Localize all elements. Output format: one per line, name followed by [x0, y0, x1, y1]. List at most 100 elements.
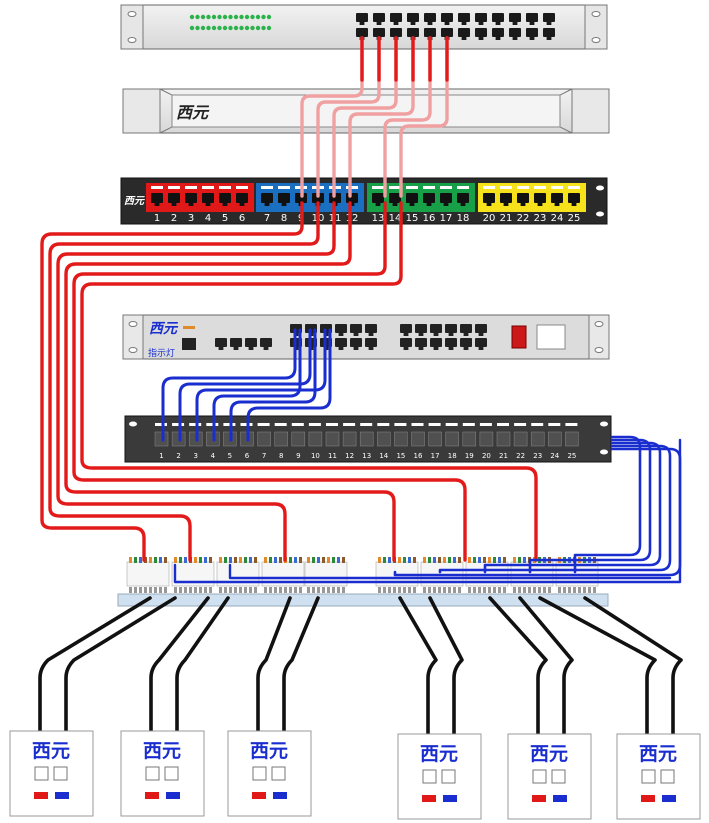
wire-pin: [254, 557, 257, 563]
rj45-tab: [448, 347, 454, 350]
rj45-tab: [418, 347, 424, 350]
wire-pin: [448, 557, 451, 563]
switch-port: [373, 13, 385, 22]
socket-opening: [53, 766, 68, 781]
patch-port-number: 7: [264, 213, 270, 224]
rj45-tab: [546, 22, 552, 25]
switch-port: [415, 338, 427, 347]
switch-port: [475, 13, 487, 22]
status-leds: [189, 14, 272, 31]
switch2-port-array: [215, 324, 487, 350]
patch-port: [278, 193, 290, 203]
wire-pin: [159, 557, 162, 563]
wire-pin: [453, 557, 456, 563]
wire-pin: [289, 587, 292, 593]
patch-port-number: 16: [414, 452, 423, 460]
wire-pin: [312, 587, 315, 593]
patch-port: [423, 193, 435, 203]
wall-plate: [616, 733, 701, 820]
wire-pin: [342, 557, 345, 563]
wire-pin: [249, 557, 252, 563]
patch-cord: [195, 328, 327, 442]
rj45-tab: [222, 203, 228, 206]
patch-port: [389, 193, 401, 203]
patch-port-number: 14: [389, 213, 402, 224]
wire-pin: [578, 587, 581, 593]
status-led: [233, 25, 239, 31]
port-label-strip: [411, 423, 424, 426]
rj45-tab: [529, 22, 535, 25]
port-label-strip: [308, 423, 321, 426]
horizontal-cable: [518, 596, 574, 740]
patch-port: [342, 431, 357, 447]
patch-port-number: 17: [431, 452, 440, 460]
switch-port: [509, 13, 521, 22]
port-label-strip: [500, 186, 512, 189]
port-label-strip: [406, 186, 418, 189]
rj45-tab: [403, 347, 409, 350]
switch-port: [441, 13, 453, 22]
patch-cord: [316, 36, 381, 198]
wall-plate: [397, 733, 482, 820]
wire-pin: [249, 587, 252, 593]
wall-plate-brand: 西元: [250, 740, 288, 762]
rj45-tab: [205, 203, 211, 206]
power-socket: [536, 324, 566, 350]
wire-pin: [234, 587, 237, 593]
rj45-tab: [403, 333, 409, 336]
wire-pin: [583, 587, 586, 593]
port-label-strip: [531, 423, 544, 426]
port-label-strip: [172, 423, 185, 426]
horizontal-cable: [80, 201, 538, 562]
switch-port: [335, 338, 347, 347]
patch-port-number: 4: [211, 452, 216, 460]
wire-pin: [139, 587, 142, 593]
status-led: [195, 25, 200, 31]
status-led: [189, 25, 195, 31]
wire-pin: [423, 587, 426, 593]
wall-plate-brand: 西元: [530, 743, 568, 765]
wire-pin: [294, 557, 297, 563]
wire-pin: [428, 557, 431, 563]
switch-port: [430, 324, 442, 333]
wire-pin: [503, 587, 506, 593]
status-led: [217, 25, 222, 31]
socket-label-red: [34, 792, 48, 799]
patch-port-number: 20: [482, 452, 491, 460]
patch-port-number: 25: [567, 452, 576, 460]
wire-pin: [289, 557, 292, 563]
switch-port: [215, 338, 227, 347]
switch-port: [475, 338, 487, 347]
wire-pin: [299, 587, 302, 593]
patch-port-number: 6: [239, 213, 245, 224]
switch-port: [245, 338, 257, 347]
switch-port: [415, 324, 427, 333]
socket-opening: [422, 769, 437, 784]
access-switch: 西元 指示灯: [122, 314, 610, 360]
port-label-strip: [514, 423, 527, 426]
patch-cord: [399, 36, 449, 198]
patch-port: [295, 193, 307, 203]
switch-port: [407, 13, 419, 22]
wall-plate-brand: 西元: [420, 743, 458, 765]
status-led: [217, 14, 222, 20]
wire-pin: [244, 557, 247, 563]
rj45-tab: [376, 22, 382, 25]
port-label-strip: [428, 423, 441, 426]
rj45-tab: [154, 203, 160, 206]
wire-pin: [194, 557, 197, 563]
patch-port-number: 14: [379, 452, 388, 460]
wire-pin: [443, 587, 446, 593]
wire-pin: [533, 587, 536, 593]
patch-port-number: 13: [372, 213, 385, 224]
horizontal-cable: [428, 596, 464, 740]
switch-port: [400, 324, 412, 333]
wire-pin: [458, 557, 461, 563]
wire-pin: [483, 557, 486, 563]
cable-manager-brand: 西元: [176, 103, 210, 122]
wire-pin: [558, 587, 561, 593]
rj45-tab: [349, 203, 355, 206]
switch-port: [458, 28, 470, 37]
wire-pin: [269, 557, 272, 563]
patch-port-number: 23: [533, 452, 542, 460]
